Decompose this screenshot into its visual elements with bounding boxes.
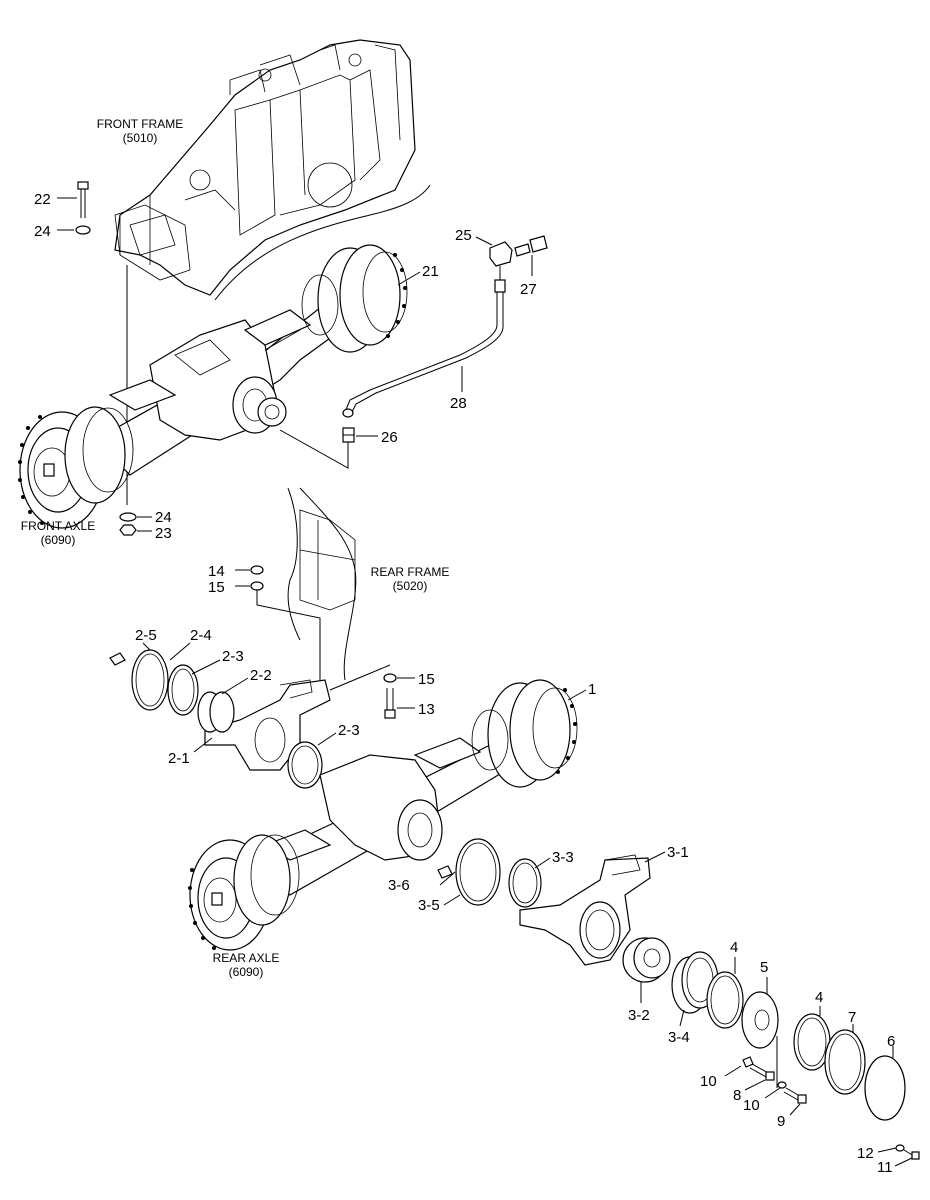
callout-4-first: 4 [730,939,738,956]
callout-10-second: 10 [743,1097,760,1114]
callout-5: 5 [760,959,768,976]
callout-12: 12 [857,1145,874,1162]
callout-11: 11 [877,1159,893,1176]
front-axle-drawing [19,244,408,529]
callout-6: 6 [887,1033,895,1050]
callout-26: 26 [381,429,398,446]
callout-4-second: 4 [815,989,823,1006]
callout-2-5: 2-5 [135,627,157,644]
callout-8: 8 [733,1087,741,1104]
assembly-line-rear-frame [256,590,321,690]
nut-14 [250,565,264,575]
bolt-13 [384,688,396,719]
washer-15-lower [383,673,397,683]
callout-2-3-upper: 2-3 [222,648,244,665]
rear-frame-caption-number: (5020) [393,579,428,593]
washer-15-upper [250,581,264,591]
rear-axle-hub-teeth [188,688,577,950]
front-axle-caption-number: (6090) [41,533,76,547]
callout-14: 14 [208,563,225,580]
callout-3-3: 3-3 [552,849,574,866]
front-frame-caption-number: (5010) [123,131,158,145]
callout-2-1: 2-1 [168,750,190,767]
assembly-line-hose [279,429,349,469]
callout-15-upper: 15 [208,579,225,596]
callout-1: 1 [588,681,596,698]
hose-assembly [342,235,548,443]
front-axle-caption-title: FRONT AXLE [21,519,95,533]
callout-3-4: 3-4 [668,1029,690,1046]
callout-23: 23 [155,525,172,542]
callout-25: 25 [455,227,472,244]
callout-15-lower: 15 [418,671,435,688]
rear-frame-caption-title: REAR FRAME [371,565,450,579]
rear-axle-caption-number: (6090) [229,965,264,979]
front-frame-caption-title: FRONT FRAME [97,117,183,131]
bolt-22 [77,181,89,218]
callout-3-6: 3-6 [388,877,410,894]
callout-2-4: 2-4 [190,627,212,644]
nut-23 [119,524,137,536]
front-axle-hub-teeth [18,253,407,525]
rear-axle-caption-title: REAR AXLE [213,951,280,965]
callout-3-1: 3-1 [667,844,689,861]
front-frame-drawing [114,39,431,301]
callout-3-5: 3-5 [418,897,440,914]
callout-24-lower: 24 [155,509,172,526]
callout-9: 9 [777,1113,785,1130]
callout-21: 21 [422,263,439,280]
callout-2-2: 2-2 [250,667,272,684]
rear-frame-drawing [287,487,357,681]
callout-3-2: 3-2 [628,1007,650,1024]
washer-24-upper [75,225,91,235]
callout-22: 22 [34,191,51,208]
callout-28: 28 [450,395,467,412]
rear-support-rear [437,838,920,1160]
rear-support-front [109,649,331,789]
callout-24-upper: 24 [34,223,51,240]
callout-27: 27 [520,281,537,298]
callout-10-first: 10 [700,1073,717,1090]
assembly-line-rear-bolt [329,664,391,691]
callout-7: 7 [848,1009,856,1026]
callout-2-3-lower: 2-3 [338,722,360,739]
rear-axle-drawing [189,679,578,951]
callout-13: 13 [418,701,435,718]
washer-24-lower [119,512,137,522]
